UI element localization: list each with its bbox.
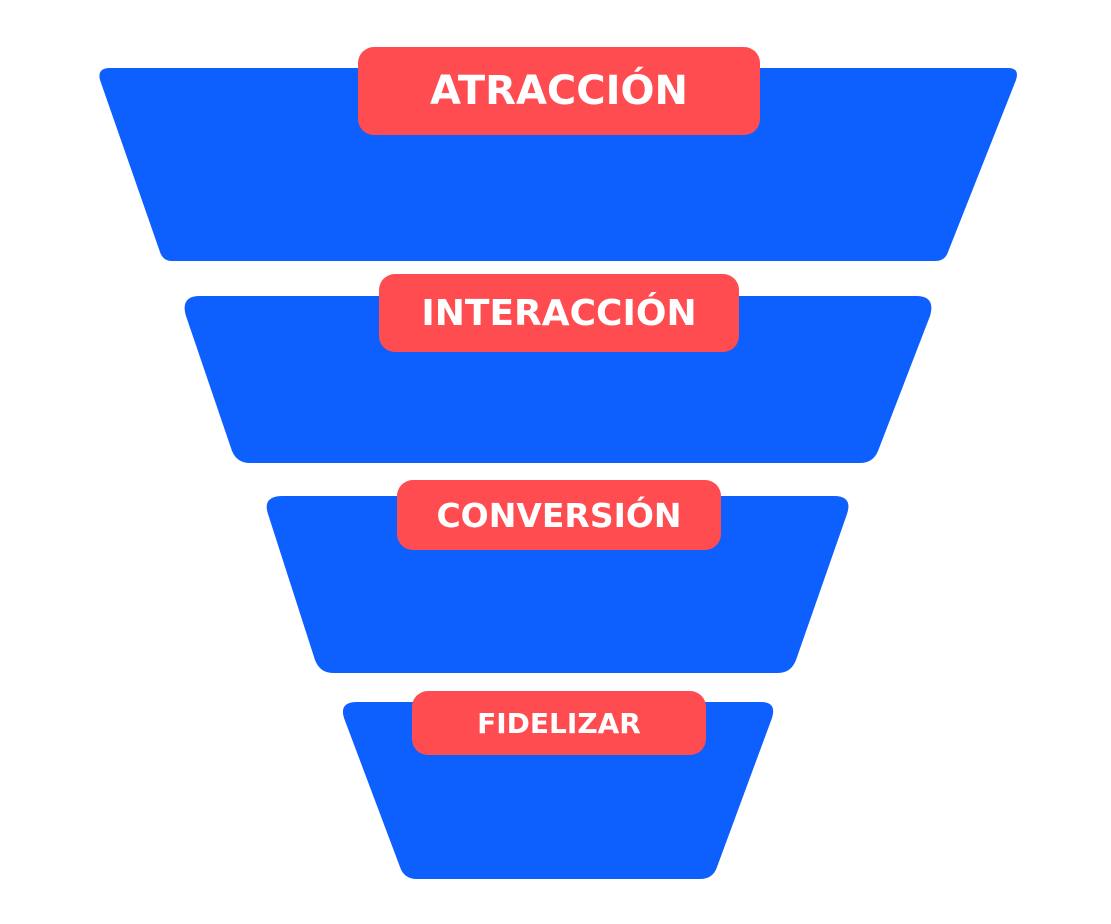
stage-label-interaccion: INTERACCIÓN: [379, 274, 739, 352]
stage-label-fidelizar: FIDELIZAR: [412, 691, 706, 755]
funnel-stage-shape-interaccion: [184, 296, 932, 463]
funnel-stage-shape-atraccion: [99, 68, 1017, 261]
stage-label-conversion: CONVERSIÓN: [397, 480, 721, 550]
stage-label-atraccion: ATRACCIÓN: [358, 47, 760, 135]
